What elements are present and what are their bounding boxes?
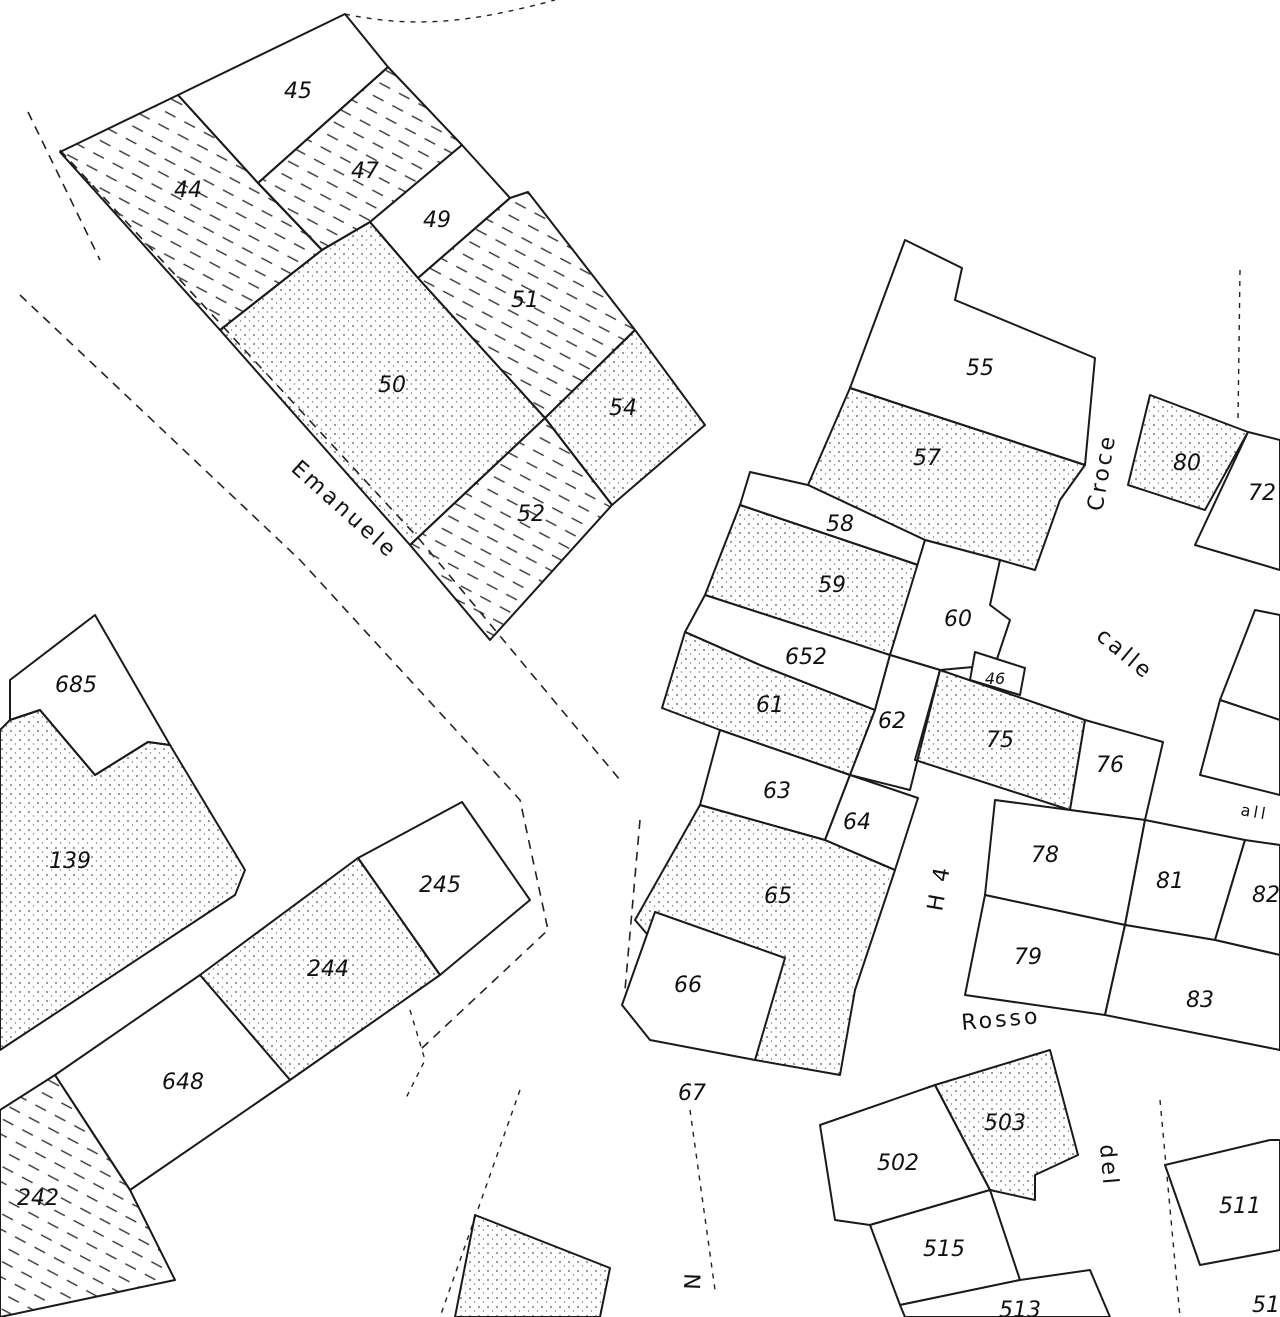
street-label-del: del <box>1094 1143 1123 1188</box>
parcel-label: 47 <box>351 159 379 184</box>
parcel-label: 60 <box>944 607 972 632</box>
parcel-513[interactable] <box>899 1269 1111 1317</box>
parcel-label: 58 <box>826 512 854 537</box>
parcel-right-edge[interactable] <box>1199 699 1280 796</box>
parcel-right-edge[interactable] <box>1219 609 1280 721</box>
parcel-82[interactable] <box>1214 839 1280 956</box>
parcel-label: 503 <box>984 1111 1026 1136</box>
parcel-46[interactable] <box>969 651 1026 696</box>
parcel-label: 83 <box>1186 988 1214 1013</box>
road-edge <box>689 1109 716 1291</box>
parcel-label: 46 <box>985 669 1005 688</box>
parcel-label: 67 <box>678 1081 706 1106</box>
parcel-label: 75 <box>986 728 1014 753</box>
parcel-139[interactable] <box>0 709 246 1051</box>
parcel-label: 66 <box>674 973 702 998</box>
parcel-label: 652 <box>785 645 827 670</box>
parcel-label: 54 <box>609 396 637 421</box>
parcel-label: 51 <box>1252 1293 1280 1317</box>
parcel-label: 515 <box>923 1237 965 1262</box>
street-label-h4: H 4 <box>923 863 956 913</box>
road-edge <box>624 819 641 991</box>
parcel-label: 648 <box>162 1070 204 1095</box>
parcel-72[interactable] <box>1194 431 1280 571</box>
parcel-label: 49 <box>423 208 451 233</box>
street-label-croce: Croce <box>1083 432 1121 513</box>
road-edge <box>1237 269 1241 421</box>
parcel-label: 242 <box>17 1186 59 1211</box>
parcel-52[interactable] <box>409 417 613 641</box>
parcel-label: 62 <box>878 709 906 734</box>
parcel-label: 79 <box>1014 945 1042 970</box>
parcel-label: 139 <box>49 849 91 874</box>
street-label-calle: calle <box>1091 623 1158 685</box>
street-label-all: all <box>1239 800 1270 824</box>
parcel-label: 50 <box>378 373 406 398</box>
parcel-label: 245 <box>419 873 461 898</box>
road-edge <box>439 1089 521 1317</box>
parcel-label: 511 <box>1219 1194 1261 1219</box>
parcel-label: 244 <box>307 957 349 982</box>
parcel-label: 81 <box>1156 869 1184 894</box>
parcel-label: 513 <box>999 1298 1041 1317</box>
parcel-label: 65 <box>764 884 792 909</box>
parcel-511[interactable] <box>1164 1139 1280 1266</box>
parcel-242[interactable] <box>0 1074 176 1317</box>
parcel-label: 52 <box>517 502 545 527</box>
parcel-label: 55 <box>966 356 994 381</box>
parcel-label: 685 <box>55 673 97 698</box>
parcel-80[interactable] <box>1127 394 1249 511</box>
parcel-bottom-hatched[interactable] <box>454 1214 611 1317</box>
parcel-label: 502 <box>877 1151 919 1176</box>
parcel-label: 51 <box>511 288 539 313</box>
parcel-label: 59 <box>818 573 846 598</box>
parcel-label: 44 <box>174 178 202 203</box>
road-edge <box>27 111 101 261</box>
parcel-label: 80 <box>1173 451 1201 476</box>
road-edge <box>1159 1099 1181 1317</box>
road-edge <box>404 1009 426 1101</box>
street-label-rosso: Rosso <box>960 1004 1041 1036</box>
road-edge <box>19 294 549 1051</box>
parcel-label: 45 <box>284 79 312 104</box>
parcel-label: 64 <box>843 810 871 835</box>
road-edge <box>344 0 556 23</box>
parcel-label: 72 <box>1248 481 1276 506</box>
parcel-label: 61 <box>756 693 784 718</box>
street-label-n: N <box>681 1270 707 1290</box>
parcel-label: 76 <box>1096 753 1124 778</box>
parcel-label: 57 <box>913 446 941 471</box>
parcel-66[interactable] <box>621 911 786 1061</box>
parcel-label: 63 <box>763 779 791 804</box>
parcel-83[interactable] <box>1104 924 1280 1051</box>
parcel-label: 78 <box>1031 843 1059 868</box>
parcel-label: 82 <box>1252 883 1280 908</box>
